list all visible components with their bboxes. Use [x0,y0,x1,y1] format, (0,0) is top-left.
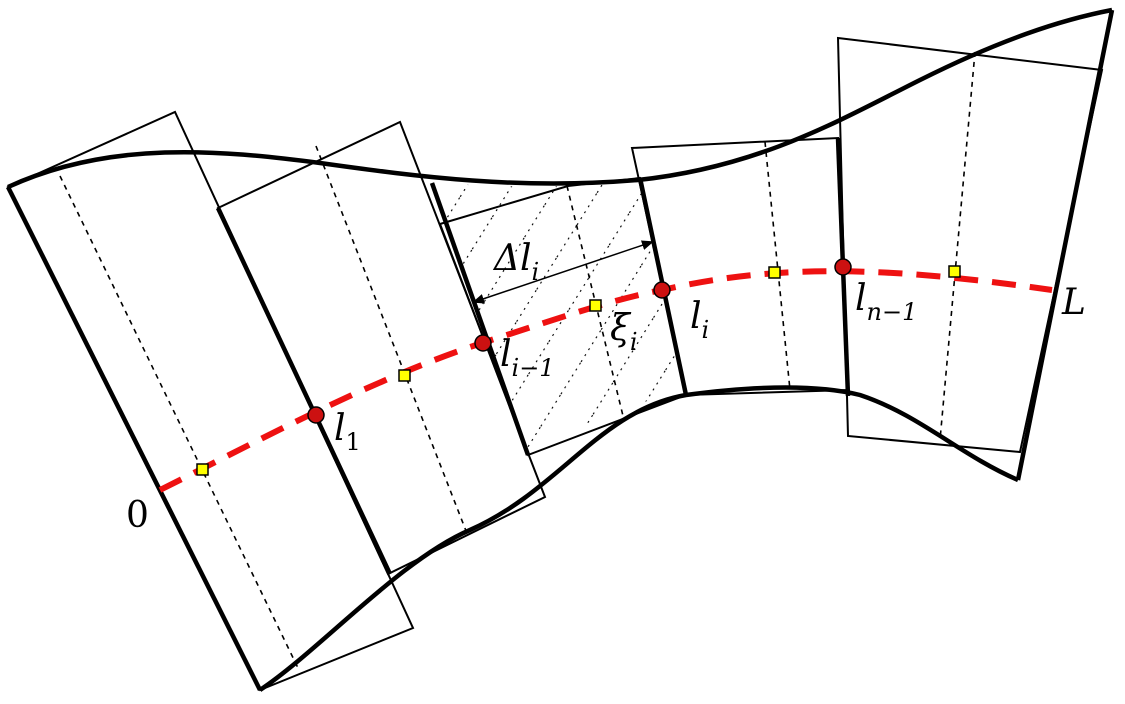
label-li-minus-1: li−1 [500,334,555,382]
right-edge [1015,9,1115,481]
partition-point-li [653,281,671,299]
top-boundary-curve [7,7,1113,190]
dashed-line-5 [939,51,976,441]
label-start: 0 [126,495,149,536]
label-end: L [1061,282,1086,323]
dashed-line-4 [764,141,791,391]
partition-point-l1 [307,406,325,424]
sample-point-2 [398,369,411,382]
partition-points [307,258,852,424]
sample-point-4 [768,266,781,279]
sample-point-1 [196,463,209,476]
label-li: li [690,296,709,344]
section-boundary-1 [215,207,393,575]
left-edge [5,185,263,692]
label-delta-li: Δli [492,238,539,286]
section-boundary-2 [429,182,531,456]
sample-points [196,265,961,476]
partition-point-li-minus-1 [474,334,492,352]
dashed-line-1 [59,175,299,669]
sample-point-xi [589,299,602,312]
rectangle-1 [6,110,415,692]
bottom-boundary-curve [258,385,1019,692]
sample-point-5 [948,265,961,278]
delta-li-arrow [472,240,654,304]
partition-point-ln-minus-1 [834,258,852,276]
label-xi-i: ξi [610,308,638,356]
label-l1: l1 [334,408,361,456]
label-ln-minus-1: ln−1 [855,278,917,326]
dashed-section-lines [59,51,976,669]
beam-outline [5,7,1115,692]
